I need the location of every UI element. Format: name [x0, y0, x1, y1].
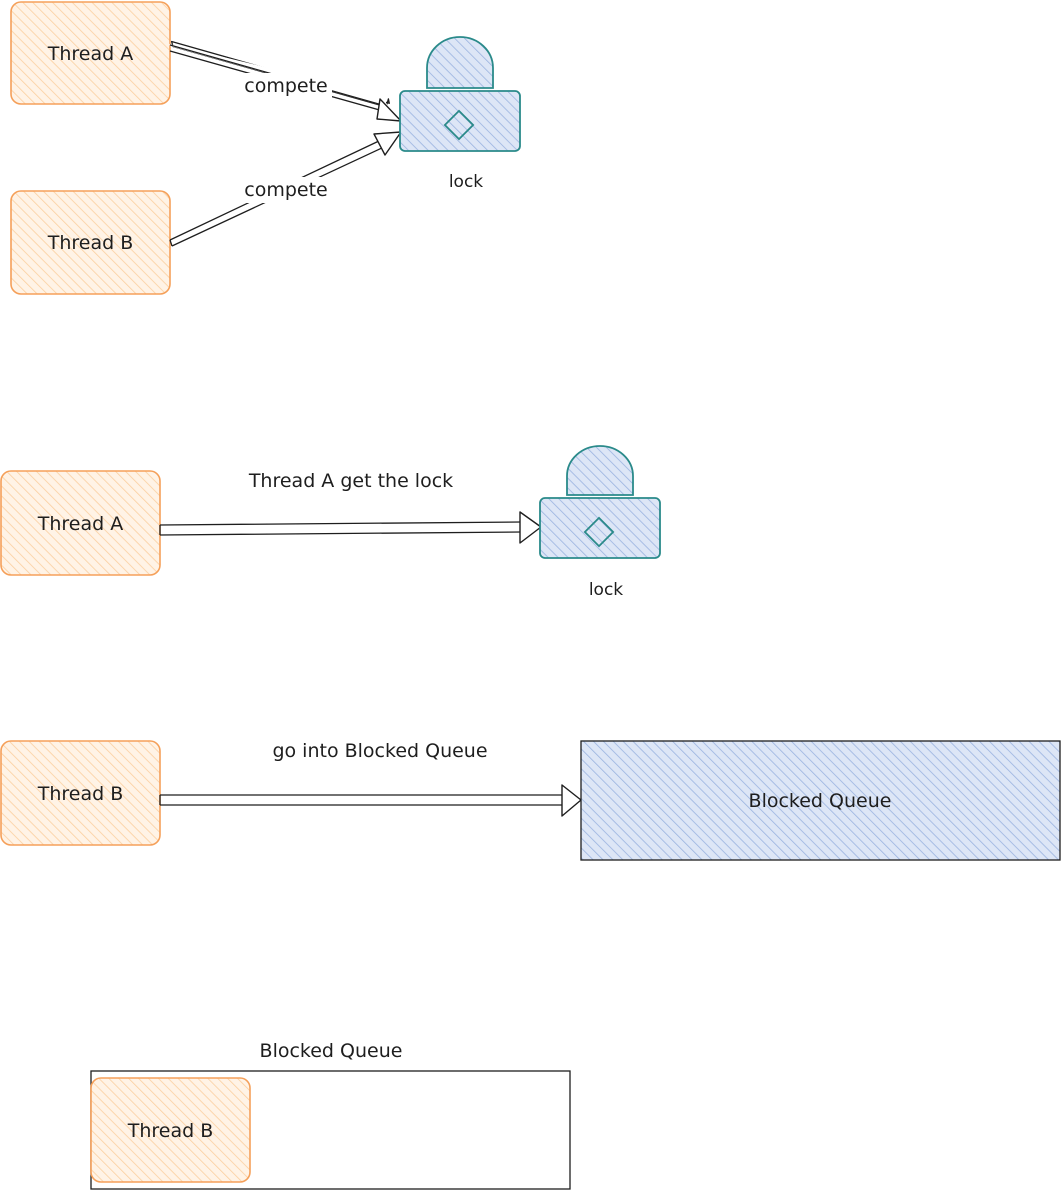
thread-b-label: Thread B: [37, 783, 124, 805]
scene-block: Thread B go into Blocked Queue Blocked Q…: [0, 740, 1061, 861]
thread-b-box: Thread B: [10, 190, 171, 295]
compete-arrow-a: compete: [169, 40, 402, 122]
lock-label: lock: [589, 580, 623, 600]
compete-label-b: compete: [244, 179, 327, 201]
blocked-queue-label: Blocked Queue: [749, 790, 892, 812]
thread-b-box: Thread B: [0, 740, 161, 846]
compete-arrow-b: compete: [169, 131, 402, 247]
acquire-label: Thread A get the lock: [248, 470, 453, 492]
scene-queue: Blocked Queue Thread B: [90, 1040, 571, 1190]
block-label: go into Blocked Queue: [272, 740, 487, 762]
compete-label-a: compete: [244, 75, 327, 97]
scene-acquire: Thread A Thread A get the lock lock: [0, 445, 661, 600]
lock-label: lock: [449, 172, 483, 192]
thread-a-box: Thread A: [10, 1, 171, 105]
thread-a-label: Thread A: [37, 513, 123, 535]
scene-compete: Thread A Thread B compete compete: [10, 1, 521, 295]
thread-a-label: Thread A: [47, 43, 133, 65]
queue-title: Blocked Queue: [260, 1040, 403, 1062]
padlock-icon: [539, 445, 661, 559]
thread-b-label: Thread B: [47, 232, 134, 254]
acquire-arrow: [159, 511, 542, 544]
thread-b-box: Thread B: [90, 1077, 251, 1183]
block-arrow: [159, 784, 582, 817]
thread-a-box: Thread A: [0, 470, 161, 576]
padlock-icon: [399, 36, 521, 152]
thread-b-label: Thread B: [127, 1120, 214, 1142]
blocked-queue-box: Blocked Queue: [580, 740, 1061, 861]
